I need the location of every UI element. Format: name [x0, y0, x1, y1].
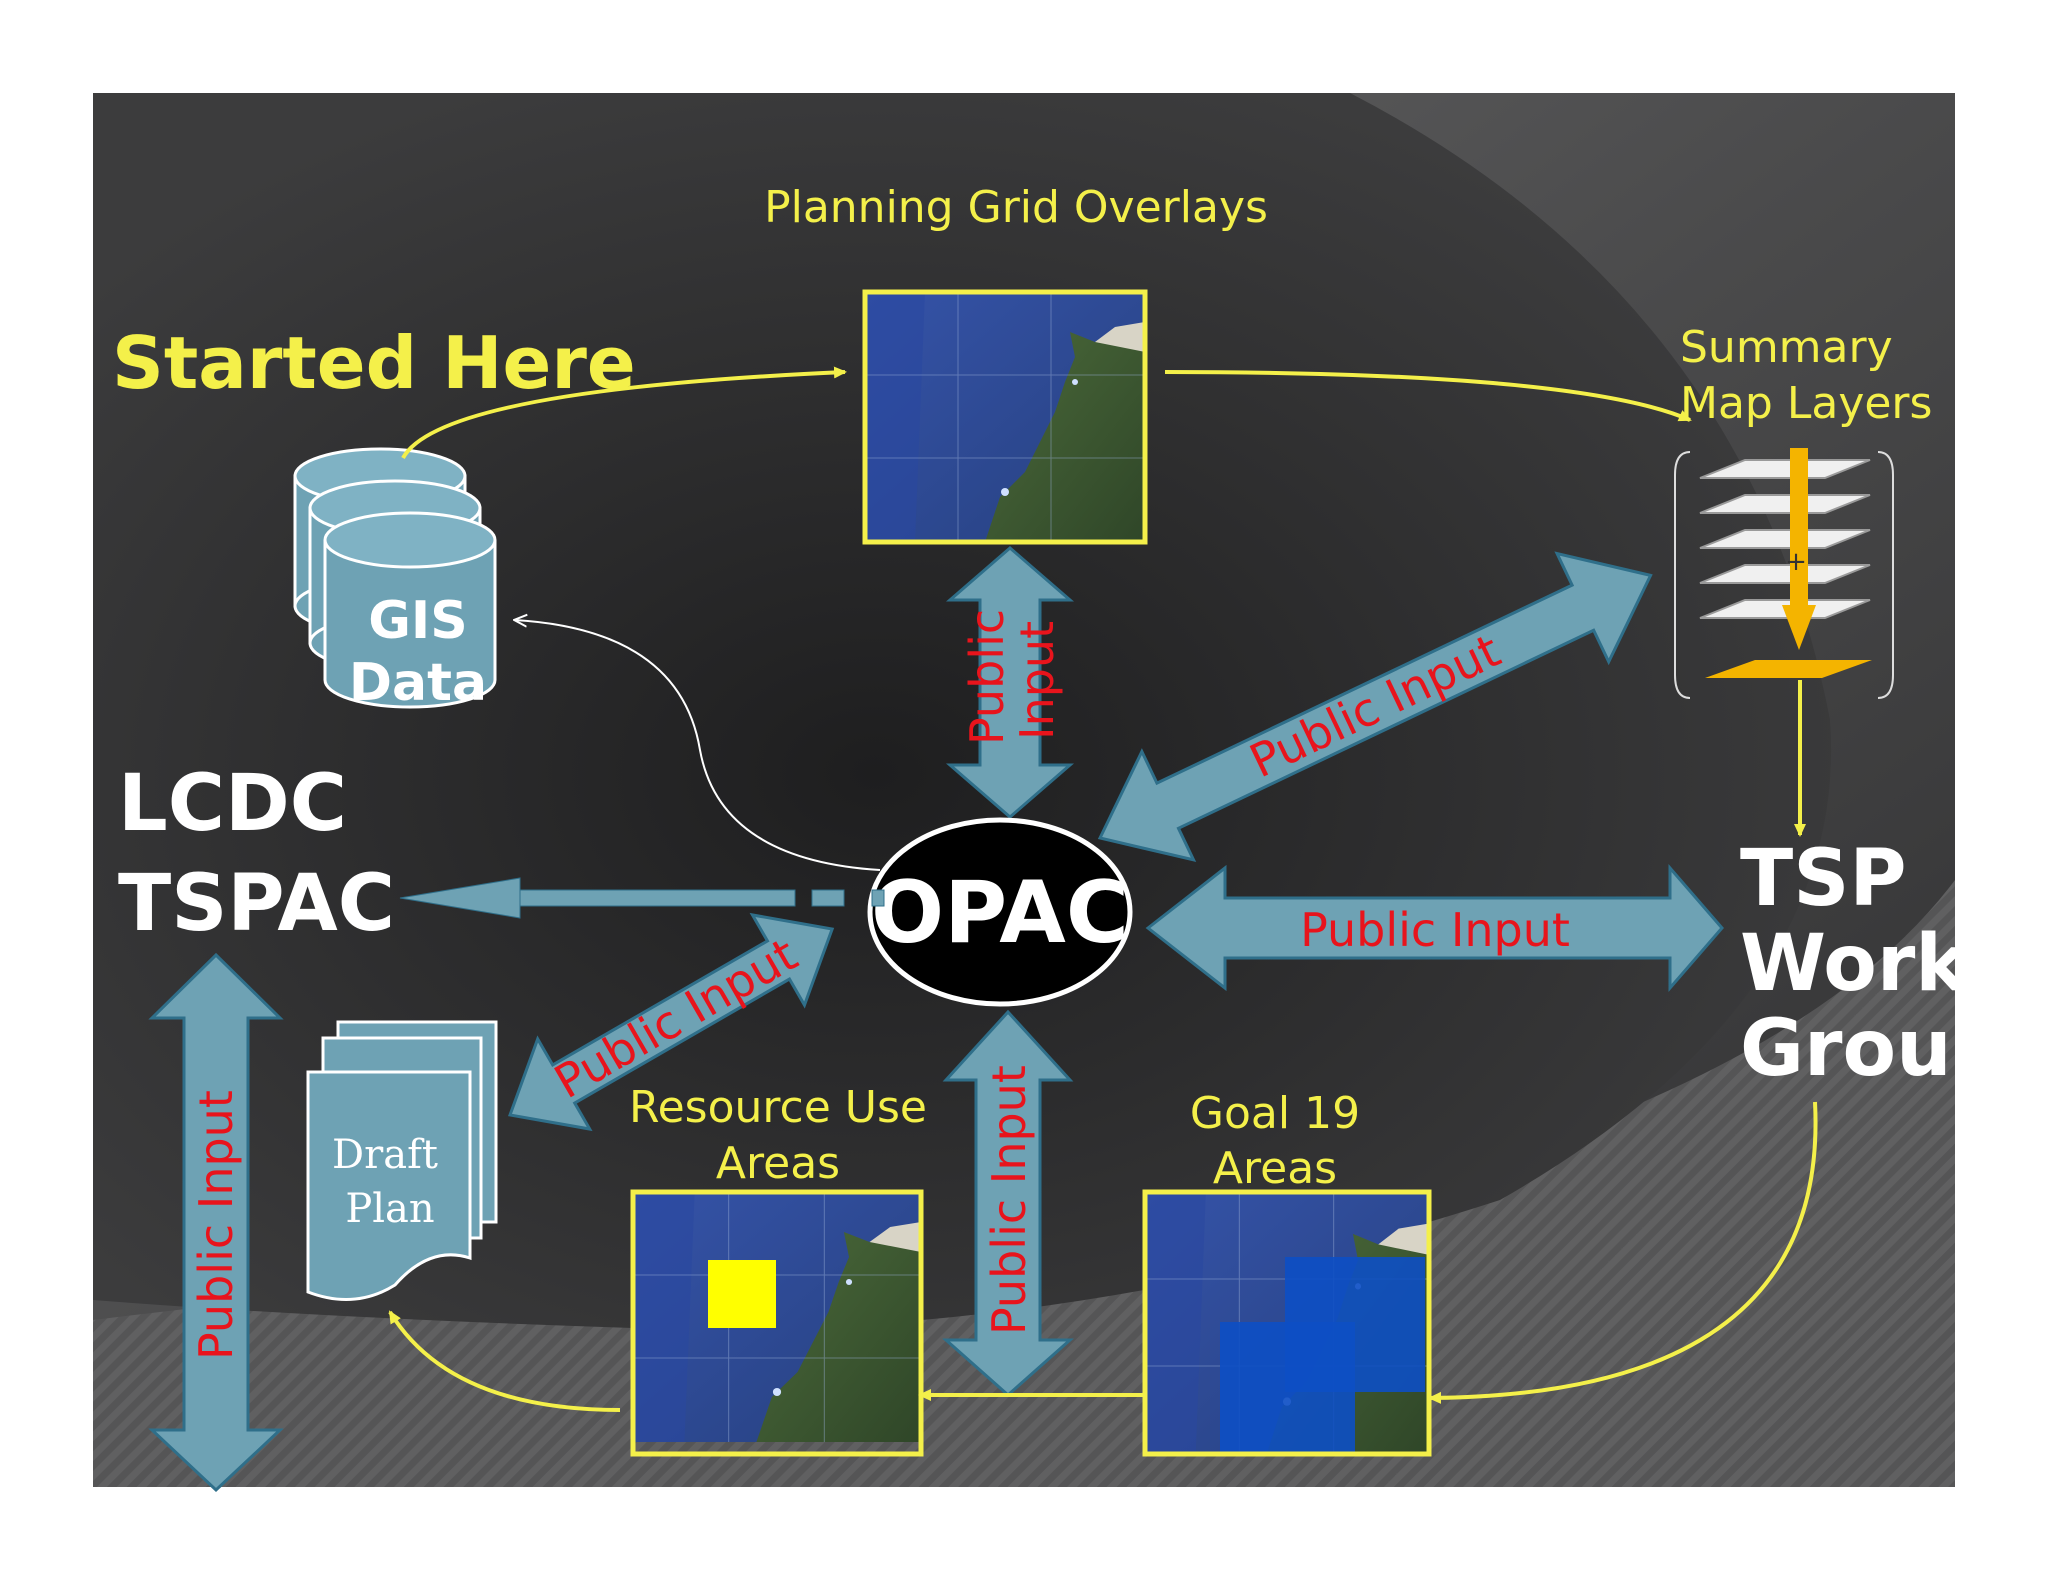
- tsp-label-line1: TSP: [1740, 834, 1907, 924]
- draft-label-line1: Draft: [332, 1132, 438, 1178]
- svg-text:+: +: [1785, 547, 1807, 577]
- arrow-tsp-to-goal: [1428, 1101, 1818, 1404]
- goal-19-map: [1142, 1189, 1432, 1457]
- public-input-bottom: Public Input: [982, 1065, 1036, 1335]
- double-arrow-tspac-left: [148, 952, 284, 1493]
- public-input-horizontal-right: Public Input: [1300, 903, 1570, 957]
- double-arrow-opac-tsp: [1145, 863, 1724, 993]
- opac-label: OPAC: [871, 863, 1129, 963]
- arrow-resource-to-draft: [388, 1310, 621, 1412]
- opac-node: [867, 817, 1133, 1007]
- started-here-label: Started Here: [112, 321, 636, 405]
- tsp-label-line3: Group: [1740, 1004, 2007, 1094]
- lcdc-label: LCDC: [118, 759, 347, 849]
- resource-label-line1: Resource Use: [629, 1082, 927, 1133]
- map-layers-icon: +: [1674, 448, 1894, 699]
- arrow-opac-to-gis: [515, 620, 881, 871]
- summary-label-line2: Map Layers: [1680, 378, 1932, 429]
- public-input-left-vertical: Public Input: [189, 1090, 243, 1360]
- summary-label-line1: Summary: [1680, 322, 1893, 373]
- public-input-top-line1: Public: [960, 609, 1014, 745]
- arrow-gis-to-grid: [401, 366, 847, 459]
- gis-label-line2: Data: [349, 653, 487, 713]
- draft-label-line2: Plan: [345, 1186, 434, 1232]
- public-input-top-line2: Input: [1010, 621, 1064, 740]
- draft-plan-icon: [306, 1020, 498, 1302]
- arrow-grid-to-summary: [1164, 370, 1692, 422]
- resource-use-map: [630, 1189, 924, 1457]
- tspac-label: TSPAC: [118, 859, 395, 949]
- goal-label-line1: Goal 19: [1190, 1088, 1360, 1139]
- tsp-label-line2: Work: [1740, 919, 1969, 1009]
- gis-database-icon: [293, 447, 497, 709]
- gis-label-line1: GIS: [368, 591, 467, 651]
- planning-grid-label: Planning Grid Overlays: [764, 182, 1268, 233]
- double-arrow-grid-opac: [945, 546, 1075, 819]
- background-stripes: [93, 880, 1955, 1487]
- resource-label-line2: Areas: [716, 1138, 840, 1189]
- arrow-opac-to-tspac: [399, 877, 885, 919]
- planning-grid-map: [862, 289, 1148, 545]
- goal-label-line2: Areas: [1213, 1143, 1337, 1194]
